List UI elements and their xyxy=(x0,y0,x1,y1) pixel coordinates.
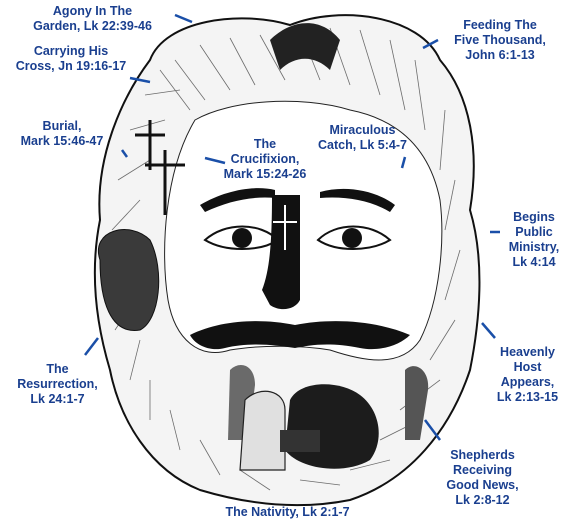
left-eyebrow xyxy=(200,188,275,212)
leader-crucifixion xyxy=(204,156,226,165)
manger xyxy=(280,430,320,452)
leader-feeding xyxy=(422,38,439,50)
star-cross-icon xyxy=(273,205,297,250)
dark-hill-shape xyxy=(270,23,340,70)
leader-shepherds xyxy=(424,419,441,441)
right-eyebrow xyxy=(320,188,395,212)
leader-burial xyxy=(120,149,129,158)
shepherd-figure xyxy=(405,366,429,440)
right-eye xyxy=(316,225,392,250)
mustache xyxy=(190,321,410,350)
leader-resurrection xyxy=(84,337,99,356)
cross-icon xyxy=(135,120,165,170)
leader-agony xyxy=(174,13,193,24)
leader-carrying xyxy=(129,76,151,84)
leader-host xyxy=(481,322,496,339)
label-nativity: The Nativity, Lk 2:1-7 xyxy=(225,505,350,519)
label-burial: Burial,Mark 15:46-47 xyxy=(20,119,104,148)
nose-shadow xyxy=(262,195,300,310)
face-inner xyxy=(164,100,443,361)
scene-hatching xyxy=(109,27,461,491)
tomb-rock xyxy=(97,229,160,331)
crucifixion-cross-icon xyxy=(145,150,185,215)
leader-catch xyxy=(400,156,407,169)
